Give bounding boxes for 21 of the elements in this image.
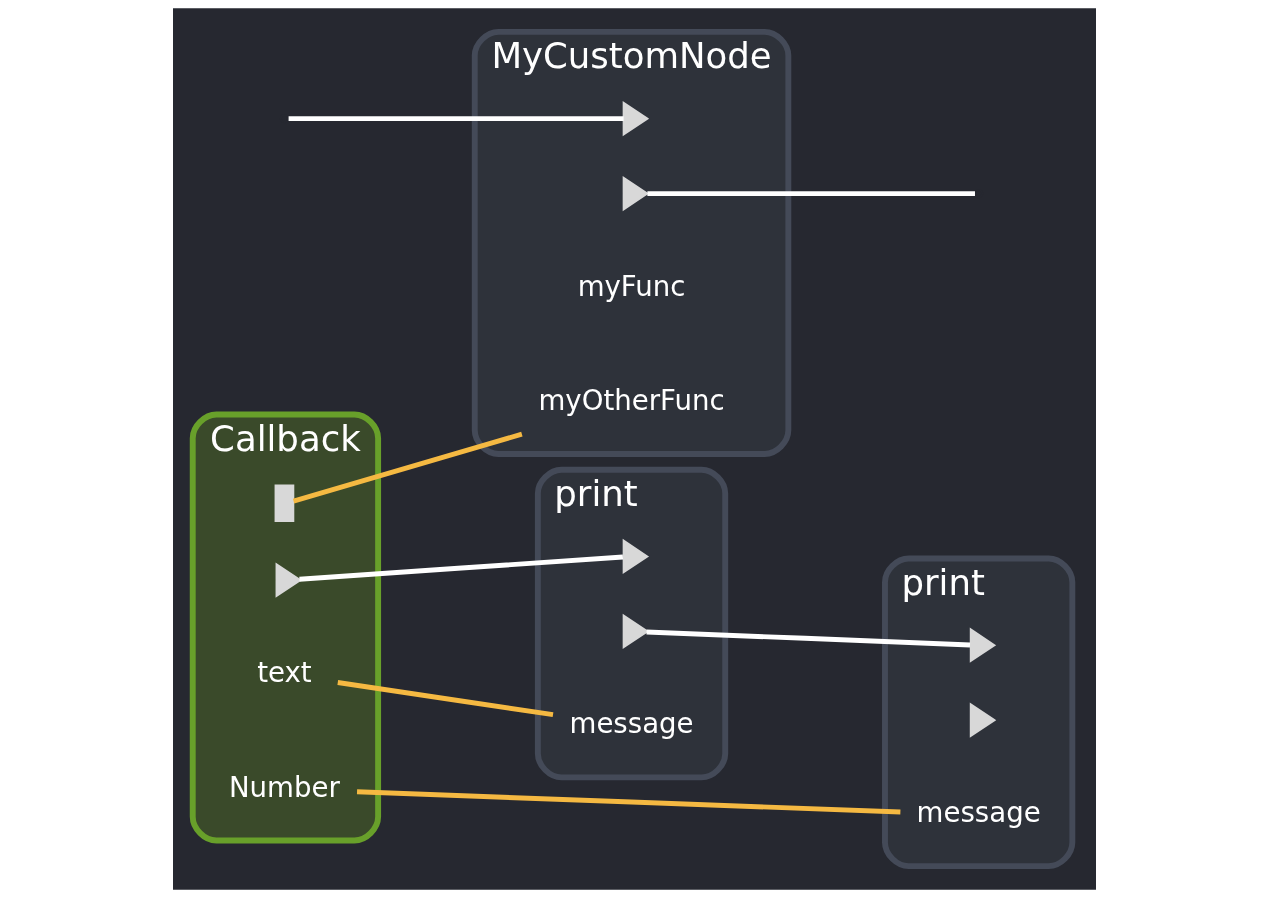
node-triangle — [969, 627, 996, 663]
node-text: message — [568, 707, 694, 741]
node-triangle — [969, 702, 996, 738]
node-triangle — [622, 175, 649, 212]
connector — [298, 554, 623, 582]
connector — [356, 789, 900, 815]
node-text: myFunc — [577, 269, 685, 303]
node-triangle — [275, 562, 302, 598]
node-text: myOtherFunc — [537, 383, 725, 417]
node-triangle — [622, 101, 649, 137]
node-text: Number — [228, 770, 340, 804]
node-triangle — [622, 538, 649, 575]
node-box — [274, 484, 294, 522]
connector — [288, 116, 624, 122]
connector — [645, 629, 970, 648]
connector — [292, 431, 523, 504]
connector — [646, 191, 975, 197]
node-triangle — [622, 613, 649, 650]
node-text: text — [256, 656, 312, 690]
node-text: message — [916, 796, 1041, 830]
connector — [336, 680, 553, 718]
